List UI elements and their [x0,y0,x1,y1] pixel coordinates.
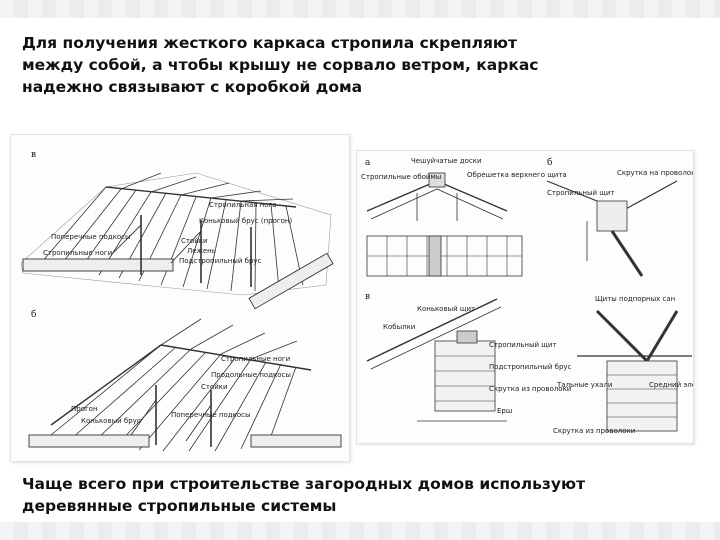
label-b-cross-braces: Поперечные подкосы [171,411,251,419]
label-cross-braces: Поперечные подкосы [51,233,131,241]
label-ridge-shield: Коньковый щит [417,305,475,313]
panel-b-letter-right: б [547,157,552,168]
label-support-shields: Щиты подпорных сан [595,295,675,303]
label-b-posts: Стойки [201,383,228,391]
heading-line-1: Для получения жесткого каркаса стропила … [22,34,517,52]
panel-a-letter: в [31,150,36,160]
label-wire-twist-2: Скрутка из проволоки [489,385,571,393]
top-decorative-band [0,0,720,18]
caption-line-1: Чаще всего при строительстве загородных … [22,475,586,493]
label-waist-pieces: Тальные ухали [556,381,612,389]
roof-frame-figure: в Стропильная нога Коньковый брус (прого… [10,134,350,462]
panel-b-letter: б [31,309,36,320]
label-rafter-clips: Стропильные обоймы [361,173,441,181]
panel-a-letter-right: а [365,158,371,168]
label-wall-plate: Подстропильный брус [179,257,262,265]
label-scale-boards: Чешуйчатые доски [411,157,482,165]
label-b-long-braces: Продольные подкосы [211,371,291,379]
label-top-lathing: Обрешетка верхнего щита [467,171,567,179]
rafter-joints-drawing: а б в Чешуйчатые доски Стропильные обойм… [361,157,693,435]
heading-line-2: между собой, а чтобы крышу не сорвало ве… [22,56,539,74]
label-rafter-shield: Стропильный щит [547,189,615,197]
label-rafter-leg: Стропильная нога [209,201,277,209]
label-ridge-beam: Коньковый брус (прогон) [199,217,292,225]
label-middle-element: Средний элемент [649,381,693,389]
panel-c-letter-right: в [365,292,370,302]
label-c-rafter-shield: Стропильный щит [489,341,557,349]
label-sill: Лежень [187,247,216,255]
label-outriggers: Кобылки [383,323,415,331]
bottom-decorative-band [0,522,720,540]
label-b-ridge-beam: Коньковый брус [81,417,141,425]
label-posts: Стойки [181,237,208,245]
label-wire-twist-3: Скрутка из проволоки [553,427,635,435]
label-rafter-legs: Стропильные ноги [43,249,112,257]
label-b-rafter-legs: Стропильные ноги [221,355,290,363]
slide-caption: Чаще всего при строительстве загородных … [22,473,702,517]
heading-line-3: надежно связывают с коробкой дома [22,78,363,96]
caption-line-2: деревянные стропильные системы [22,497,337,515]
label-b-purlin: Прогон [71,405,98,413]
label-wire-twist: Скрутка на проволоке [617,169,693,177]
label-ruff: Ерш [497,407,512,415]
rafter-joints-figure: а б в Чешуйчатые доски Стропильные обойм… [356,150,694,444]
roof-frame-drawing: в Стропильная нога Коньковый брус (прого… [20,150,342,452]
slide-heading: Для получения жесткого каркаса стропила … [22,32,622,98]
label-wall-plate-right: Подстропильный брус [489,363,572,371]
